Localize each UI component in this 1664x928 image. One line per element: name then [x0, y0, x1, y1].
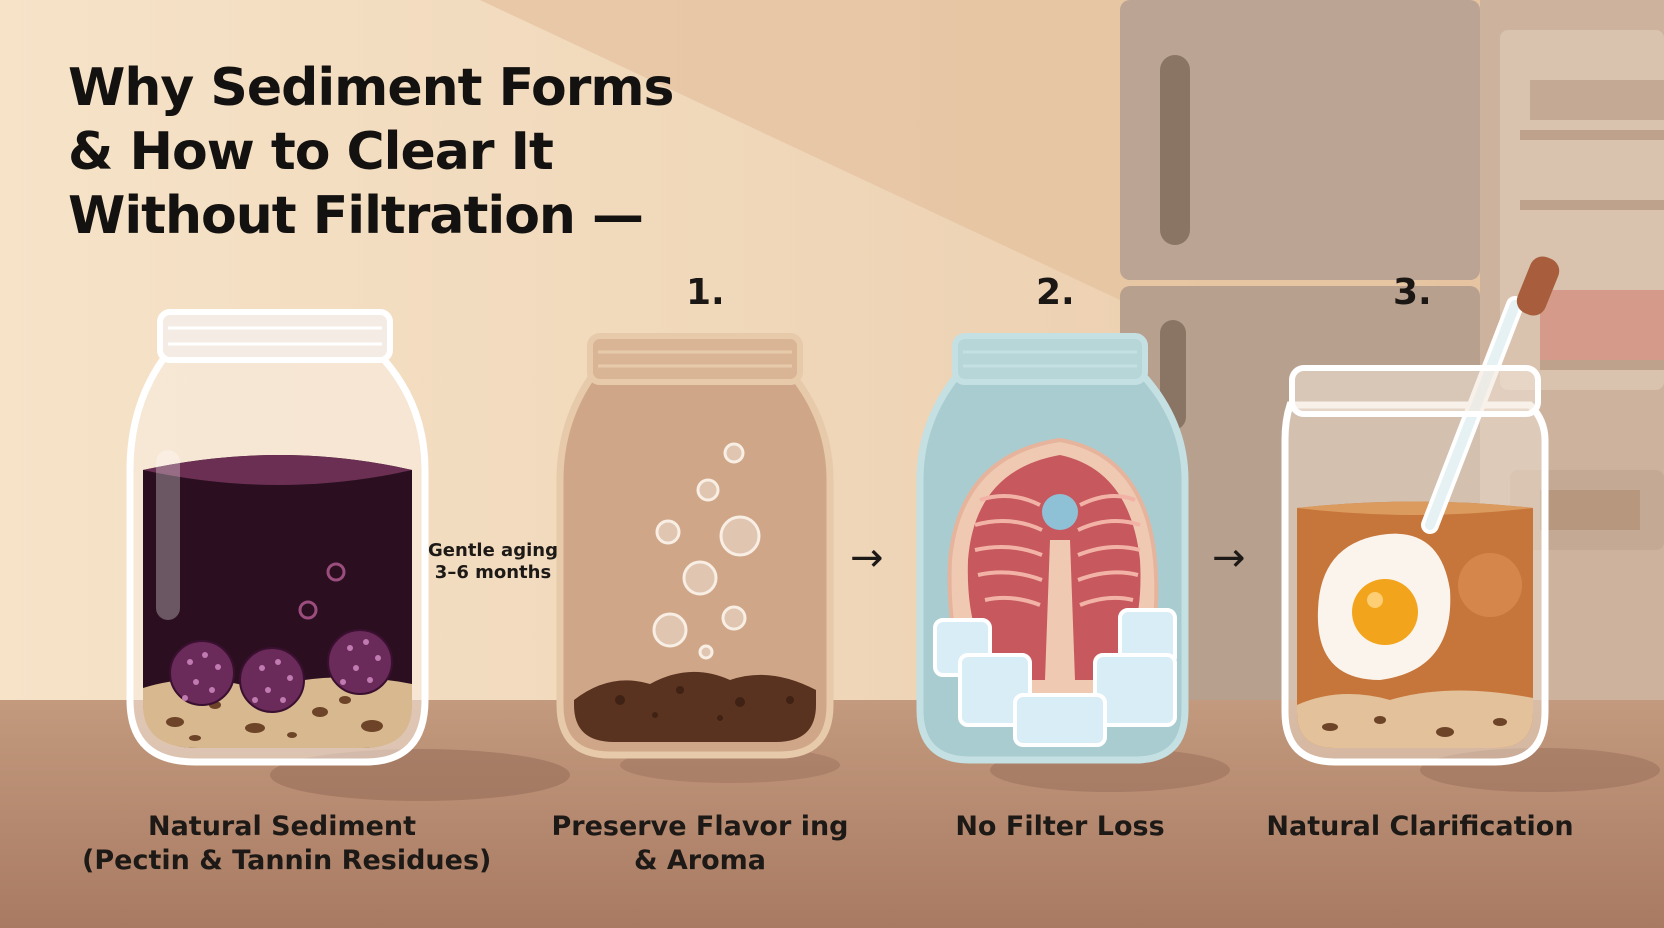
arrow-right-icon: →: [1212, 535, 1246, 581]
step-number-1: 1.: [686, 272, 725, 313]
berry-jar-icon: [126, 309, 429, 766]
caption-line: No Filter Loss: [955, 811, 1165, 842]
arrow-right-icon: →: [850, 535, 884, 581]
title-line-2: & How to Clear It: [68, 122, 554, 182]
caption-step-0: Natural Sediment (Pectin & Tannin Residu…: [82, 810, 492, 878]
ice-cold-crash-jar-icon: [916, 333, 1189, 764]
caption-line: & Aroma: [633, 845, 767, 876]
caption-step-2: No Filter Loss: [910, 810, 1210, 844]
aging-note: Gentle aging 3–6 months: [408, 540, 578, 584]
page-title: Why Sediment Forms & How to Clear It Wit…: [68, 56, 674, 248]
caption-step-3: Natural Clarification: [1250, 810, 1590, 844]
sediment-jar-icon: [556, 333, 834, 759]
caption-line: Natural Clarification: [1266, 811, 1574, 842]
step-number-3: 3.: [1393, 272, 1432, 313]
caption-line: Natural Sediment: [147, 811, 417, 842]
caption-line: (Pectin & Tannin Residues): [82, 845, 492, 876]
egg-white-fining-jar-icon: [1281, 256, 1560, 766]
aging-note-line-1: Gentle aging: [428, 540, 558, 561]
title-line-3: Without Filtration —: [68, 186, 644, 246]
title-line-1: Why Sediment Forms: [68, 58, 674, 118]
aging-note-line-2: 3–6 months: [434, 562, 552, 583]
caption-line: Preserve Flavor ing: [551, 811, 849, 842]
step-number-2: 2.: [1036, 272, 1075, 313]
caption-step-1: Preserve Flavor ing & Aroma: [540, 810, 860, 878]
